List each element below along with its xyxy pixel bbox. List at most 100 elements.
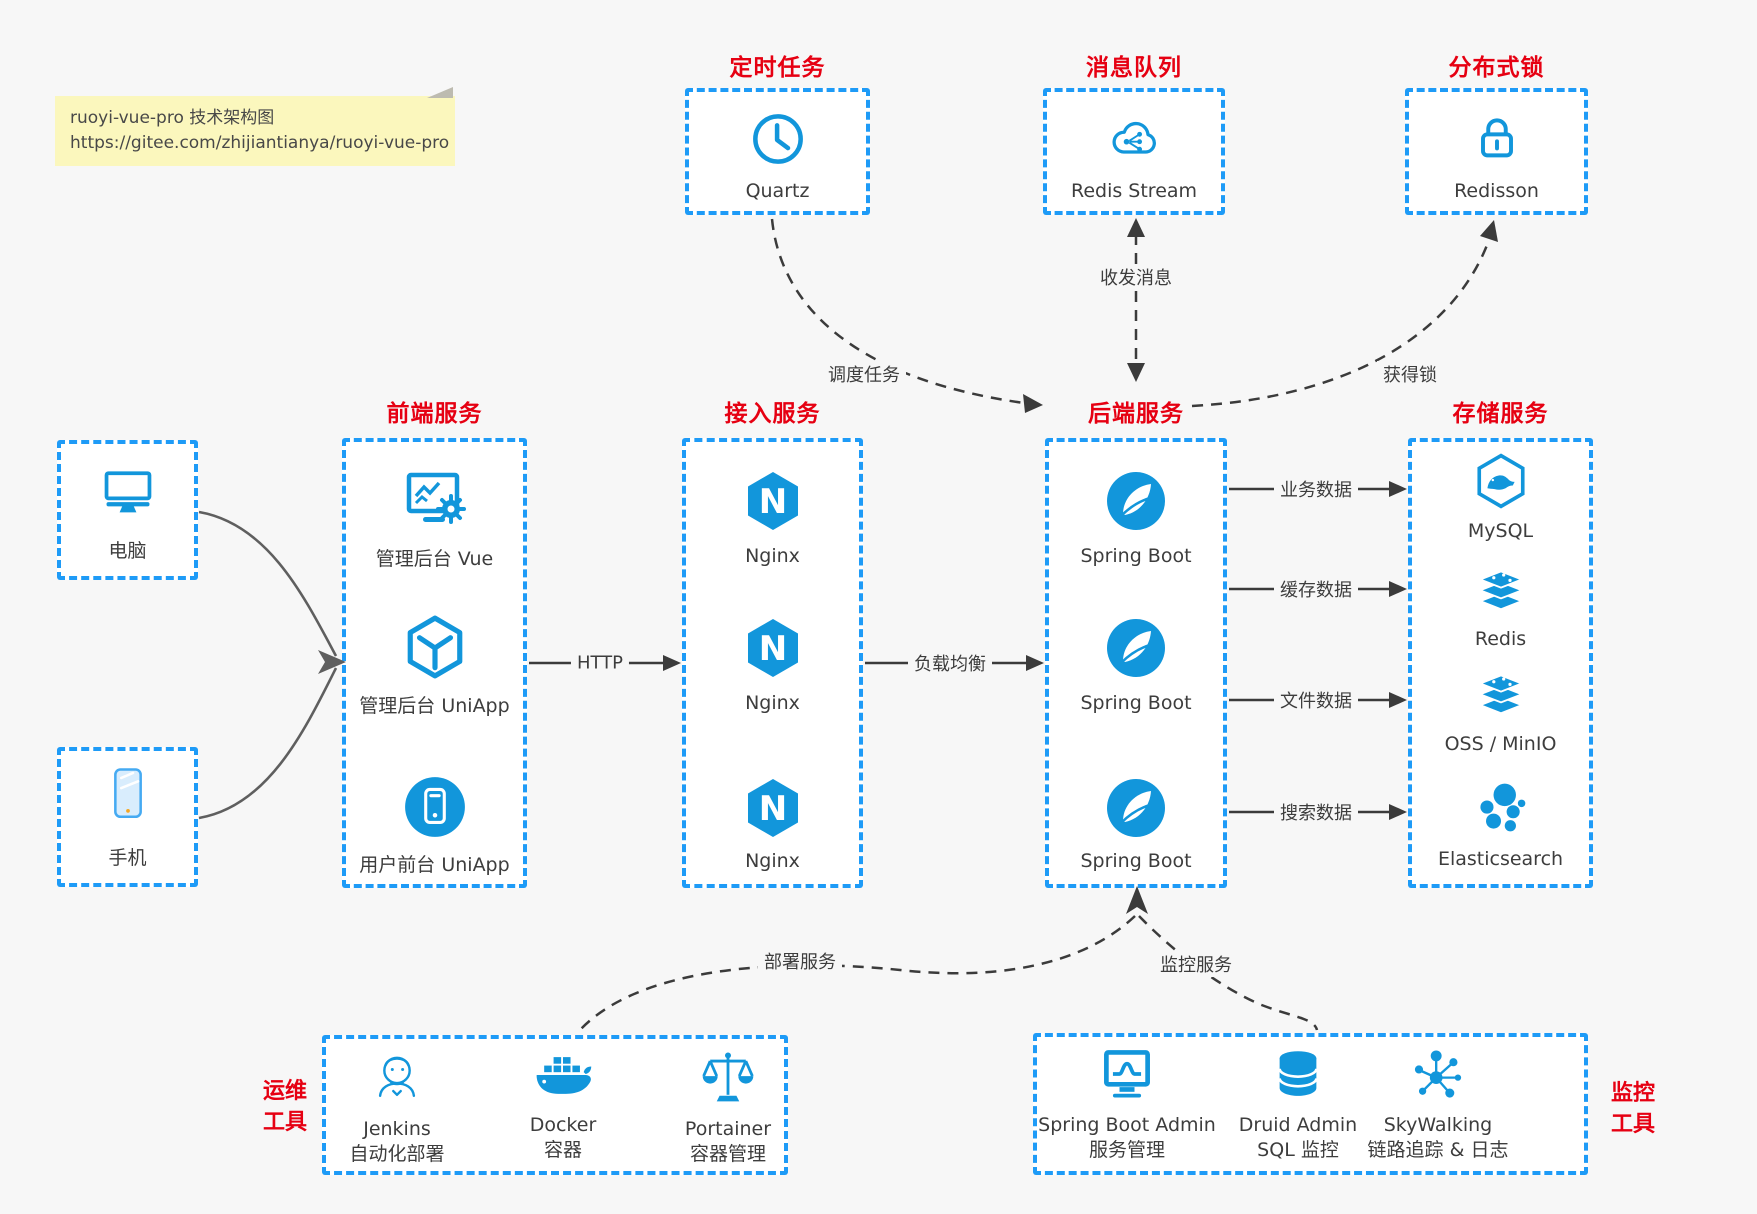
admin-vue-label: 管理后台 Vue [375, 548, 494, 570]
edge-label-acquire-lock: 获得锁 [1377, 361, 1443, 387]
note-title: ruoyi-vue-pro 技术架构图 [70, 108, 275, 128]
admin-uniapp-label: 管理后台 UniApp [359, 695, 510, 717]
edge-label-cache-data: 缓存数据 [1274, 576, 1358, 602]
backend-title: 后端服务 [1088, 401, 1184, 427]
edge-label-business-data: 业务数据 [1274, 476, 1358, 502]
skywalking-desc: 链路追踪 & 日志 [1367, 1139, 1509, 1161]
spring-boot-icon [1107, 779, 1165, 837]
elasticsearch-label: Elasticsearch [1437, 848, 1564, 870]
edge-pc-to-frontend [198, 510, 338, 657]
access-box: N Nginx N Nginx N Nginx [682, 438, 863, 888]
docker-icon [536, 1057, 592, 1094]
storage-box: MySQL Redis OSS / MinIO Ela [1408, 438, 1593, 888]
access-title: 接入服务 [724, 401, 821, 427]
lock-icon [1480, 118, 1513, 158]
spring-boot-admin-desc: 服务管理 [1088, 1139, 1165, 1161]
mysql-label: MySQL [1467, 520, 1534, 542]
lock-service-box: Redisson [1405, 88, 1588, 215]
edge-label-file-data: 文件数据 [1274, 687, 1358, 713]
edge-message-arrowhead-down [1127, 363, 1145, 382]
portainer-icon [702, 1052, 754, 1102]
druid-admin-desc: SQL 监控 [1257, 1139, 1339, 1161]
portainer-item: Portainer 容器管理 [648, 1047, 808, 1167]
mobile-icon [113, 768, 142, 819]
spring-boot-label: Spring Boot [1080, 545, 1192, 567]
ops-tools-title: 运维 工具 [262, 1079, 307, 1135]
edge-phone-to-frontend [198, 667, 338, 820]
edge-label-search-data: 搜索数据 [1274, 799, 1358, 825]
lock-service-title: 分布式锁 [1448, 55, 1545, 81]
quartz-label: Quartz [745, 180, 810, 202]
nginx-label: Nginx [745, 692, 800, 714]
edge-label-monitor-service: 监控服务 [1154, 951, 1238, 977]
jenkins-icon [378, 1056, 416, 1097]
docker-item: Docker 容器 [483, 1047, 643, 1163]
desktop-icon [104, 471, 151, 513]
redis-stream-label: Redis Stream [1070, 180, 1198, 202]
jenkins-desc: 自动化部署 [349, 1143, 445, 1165]
edge-label-schedule-task: 调度任务 [822, 361, 906, 387]
edge-label-send-receive-message: 收发消息 [1094, 264, 1178, 290]
nginx-icon: N [747, 779, 798, 837]
nginx-icon: N [747, 472, 798, 530]
timer-service-box: Quartz [685, 88, 870, 215]
mq-service-title: 消息队列 [1086, 55, 1182, 81]
edge-label-http: HTTP [570, 652, 630, 674]
elasticsearch-icon [1479, 783, 1525, 832]
druid-admin-icon [1278, 1051, 1318, 1096]
note-fold-corner [427, 87, 453, 98]
skywalking-item: SkyWalking 链路追踪 & 日志 [1338, 1045, 1538, 1163]
monitor-tools-title: 监控 工具 [1610, 1081, 1655, 1137]
edge-http-arrowhead [663, 655, 681, 671]
spring-boot-label: Spring Boot [1080, 850, 1192, 872]
skywalking-icon [1414, 1050, 1462, 1098]
frontend-box: 管理后台 Vue 管理后台 UniApp 用户前台 UniApp [342, 438, 527, 888]
svg-text:N: N [758, 482, 786, 522]
skywalking-name: SkyWalking [1383, 1114, 1493, 1136]
pc-client-box: 电脑 [57, 440, 198, 580]
edge-label-load-balance: 负载均衡 [908, 650, 992, 676]
spring-boot-label: Spring Boot [1080, 692, 1192, 714]
mobile-client-box: 手机 [57, 747, 198, 887]
mobile-label: 手机 [108, 847, 147, 869]
druid-admin-name: Druid Admin [1238, 1114, 1358, 1136]
spring-boot-admin-icon [1104, 1050, 1150, 1098]
edge-business-data-arrowhead [1389, 481, 1407, 497]
portainer-name: Portainer [684, 1118, 772, 1140]
cloud-stream-icon [1112, 122, 1156, 154]
edge-file-data-arrowhead [1389, 692, 1407, 708]
edge-cache-data-arrowhead [1389, 581, 1407, 597]
mysql-icon [1476, 453, 1525, 509]
note-url: https://gitee.com/zhijiantianya/ruoyi-vu… [70, 133, 450, 153]
edge-acquire-lock [1191, 239, 1491, 408]
svg-text:N: N [758, 629, 786, 669]
mq-service-box: Redis Stream [1043, 88, 1225, 215]
docker-desc: 容器 [543, 1139, 582, 1161]
admin-vue-icon [406, 472, 466, 524]
user-uniapp-label: 用户前台 UniApp [359, 854, 510, 876]
redis-icon [1478, 570, 1523, 611]
svg-text:N: N [758, 789, 786, 829]
oss-minio-label: OSS / MinIO [1444, 733, 1557, 755]
nginx-label: Nginx [745, 545, 800, 567]
frontend-title: 前端服务 [386, 401, 483, 427]
jenkins-item: Jenkins 自动化部署 [317, 1047, 477, 1167]
spring-boot-icon [1107, 619, 1165, 677]
pc-label: 电脑 [108, 540, 147, 562]
edge-deploy-service [579, 915, 1136, 1031]
portainer-desc: 容器管理 [689, 1143, 766, 1165]
druid-admin-item: Druid Admin SQL 监控 [1198, 1045, 1398, 1163]
nginx-label: Nginx [745, 850, 800, 872]
edge-label-deploy-service: 部署服务 [758, 948, 842, 974]
uniapp-hexagon-icon [407, 615, 462, 679]
backend-box: Spring Boot Spring Boot Spring Boot [1045, 438, 1227, 888]
clock-icon [752, 114, 803, 164]
edge-acquire-lock-arrowhead [1480, 220, 1498, 242]
oss-minio-icon [1478, 674, 1523, 715]
edge-load-balance-arrowhead [1026, 655, 1044, 671]
timer-service-title: 定时任务 [729, 55, 826, 81]
spring-boot-admin-name: Spring Boot Admin [1038, 1114, 1216, 1136]
edge-message-arrowhead-up [1127, 218, 1145, 237]
storage-title: 存储服务 [1452, 401, 1549, 427]
